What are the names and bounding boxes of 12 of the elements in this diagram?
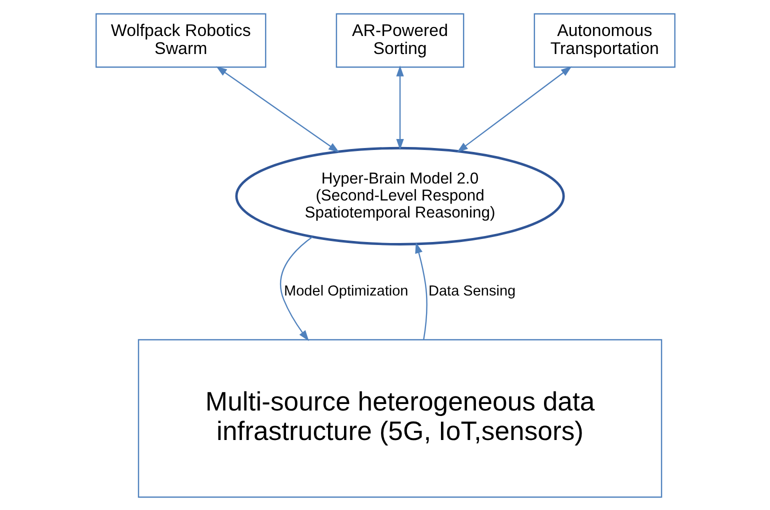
node-box: Autonomous Transportation <box>533 12 675 68</box>
node-ellipse: Hyper-Brain Model 2.0 (Second-Level Respond Spatiotemporal Reasoning) <box>234 146 564 245</box>
arrow <box>414 242 427 340</box>
node-box: Wolfpack Robotics Swarm <box>95 12 266 68</box>
edge-label: Model Optimization <box>284 283 408 300</box>
arrow <box>396 65 404 150</box>
arrow <box>280 236 312 341</box>
node-box: Multi-source heterogeneous data infrastructure (5G, IoT,sensors) <box>137 338 662 498</box>
edge-label: Data Sensing <box>428 283 516 300</box>
arrow <box>456 66 572 152</box>
node-box: AR-Powered Sorting <box>335 12 464 68</box>
arrow <box>216 66 339 152</box>
